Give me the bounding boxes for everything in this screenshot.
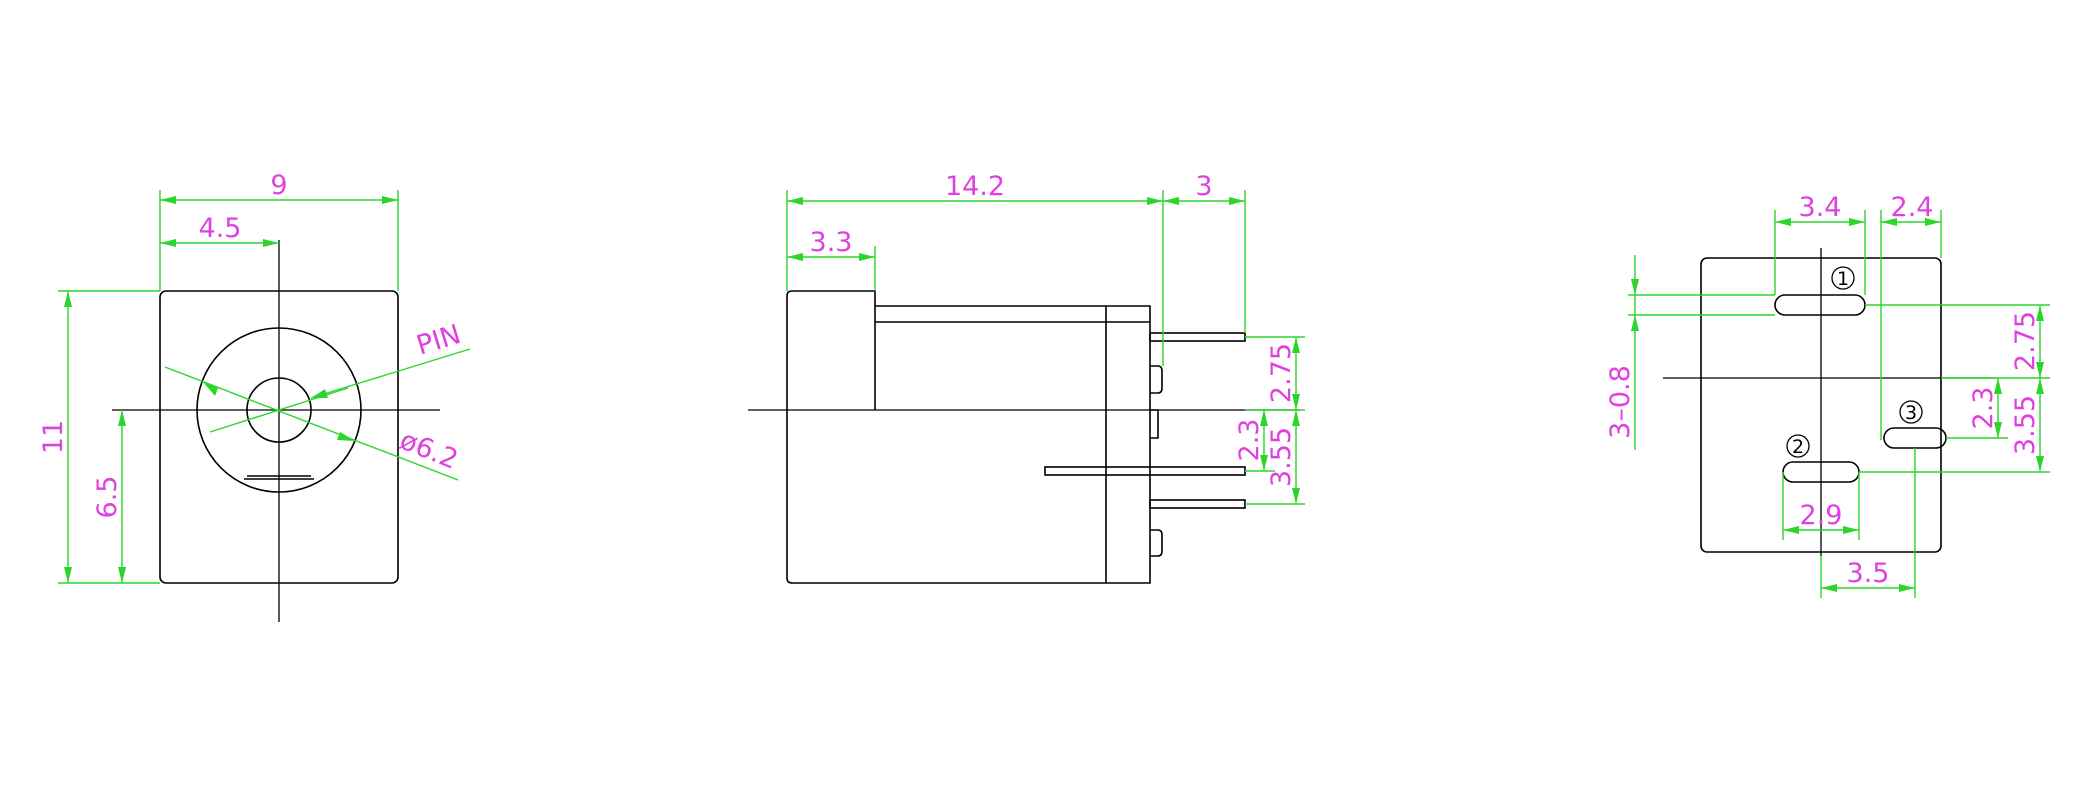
pin-label: PIN [413, 319, 465, 362]
dim-pin-length-arrow-right [1229, 197, 1245, 205]
dim-pin1-spacing-arrow-left [1775, 218, 1791, 226]
dim-half-width-label: 4.5 [199, 213, 242, 244]
dim-pin3-spacing-label: 3.5 [1847, 558, 1890, 589]
dim-height-arrow-bottom [64, 567, 72, 583]
dim-lower-pin-arrow-bottom [1292, 488, 1300, 504]
pin3-number: 3 [1905, 402, 1917, 424]
dim-half-width-arrow-right [263, 239, 279, 247]
pin2-number: 2 [1792, 436, 1804, 458]
front-view: 9 4.5 11 6.5 PIN ø6.2 [38, 170, 471, 622]
side-middle-pin [1044, 466, 1246, 476]
dim-right-offset-arrow-left [1881, 218, 1897, 226]
dim-pin3-offset-label: 2.3 [1968, 387, 1999, 430]
dim-center-height-arrow-bottom [118, 567, 126, 583]
dim-middle-pin-label: 2.3 [1234, 419, 1265, 462]
diameter-leader-line [164, 366, 459, 481]
dim-hole-label: 3–0.8 [1605, 365, 1636, 439]
dim-middle-pin-arrow-top [1260, 410, 1268, 426]
dim-center-height-arrow-top [118, 410, 126, 426]
dim-middle-pin-arrow-bottom [1260, 455, 1268, 471]
pin1-slot [1774, 294, 1866, 316]
pin-leader-line [310, 348, 471, 399]
dim-pin2-spacing-arrow-left [1783, 526, 1799, 534]
dim-height-label: 11 [38, 420, 69, 454]
dim-pin2-offset-arrow-bottom [2036, 456, 2044, 472]
dim-right-offset-arrow-right [1925, 218, 1941, 226]
bottom-view: 1 2 3 3.4 2.4 3–0.8 2.75 [1605, 192, 2050, 598]
dim-width-label: 9 [270, 170, 287, 201]
dim-lower-pin-arrow-top [1292, 410, 1300, 426]
dim-lower-pin-label: 3.55 [1266, 427, 1297, 487]
pin2-marker [1786, 434, 1810, 458]
side-view: 14.2 3 3.3 2.75 2.3 3.55 [748, 171, 1305, 584]
dim-pin2-offset-arrow-top [2036, 378, 2044, 394]
side-lower-pin [1149, 499, 1246, 509]
dim-pin2-spacing-arrow-right [1843, 526, 1859, 534]
dim-pin1-offset-label: 2.75 [2010, 311, 2041, 371]
dim-upper-pin-arrow-top [1292, 337, 1300, 353]
dim-pin2-offset-label: 3.55 [2010, 395, 2041, 455]
dim-pin3-offset-arrow-bottom [1994, 422, 2002, 438]
dim-pin1-spacing-label: 3.4 [1799, 192, 1842, 223]
dim-pin2-spacing-label: 2.9 [1800, 500, 1843, 531]
dim-half-width-arrow-left [160, 239, 176, 247]
dim-pin3-spacing-arrow-left [1821, 584, 1837, 592]
side-middle-tab [1150, 409, 1159, 439]
dim-center-height-label: 6.5 [92, 476, 123, 519]
diameter-arrow-near [337, 432, 355, 441]
dim-right-offset-label: 2.4 [1891, 192, 1934, 223]
side-lower-tab [1150, 529, 1163, 557]
side-body-outline [786, 290, 1151, 584]
dim-width-arrow-right [382, 196, 398, 204]
side-upper-tab [1150, 365, 1163, 394]
dim-step-arrow-left [787, 253, 803, 261]
dim-body-length-arrow-left [787, 197, 803, 205]
pin1-number: 1 [1837, 268, 1849, 290]
dim-height-arrow-top [64, 291, 72, 307]
dim-upper-pin-label: 2.75 [1266, 343, 1297, 403]
dim-pin3-offset-arrow-top [1994, 378, 2002, 394]
dim-pin1-spacing-arrow-right [1849, 218, 1865, 226]
dim-pin1-offset-arrow-bottom [2036, 362, 2044, 378]
dim-pin3-spacing-arrow-right [1899, 584, 1915, 592]
diameter-cross-line [209, 387, 349, 433]
dim-upper-pin-arrow-bottom [1292, 394, 1300, 410]
side-upper-pin [1149, 332, 1246, 342]
pin3-slot [1883, 427, 1947, 449]
diameter-arrow-far [203, 382, 218, 396]
pin3-marker [1899, 400, 1923, 424]
dim-pin1-offset-arrow-top [2036, 305, 2044, 321]
pin1-marker [1831, 266, 1855, 290]
dim-hole-arrow-top [1631, 279, 1639, 295]
dim-body-length-label: 14.2 [945, 171, 1005, 202]
dim-step-label: 3.3 [810, 227, 853, 258]
dim-width-arrow-left [160, 196, 176, 204]
dim-step-arrow-right [859, 253, 875, 261]
dim-pin-length-arrow-left [1163, 197, 1179, 205]
dim-body-length-arrow-right [1147, 197, 1163, 205]
dim-pin-length-label: 3 [1195, 171, 1212, 202]
dim-hole-arrow-bottom [1631, 315, 1639, 331]
